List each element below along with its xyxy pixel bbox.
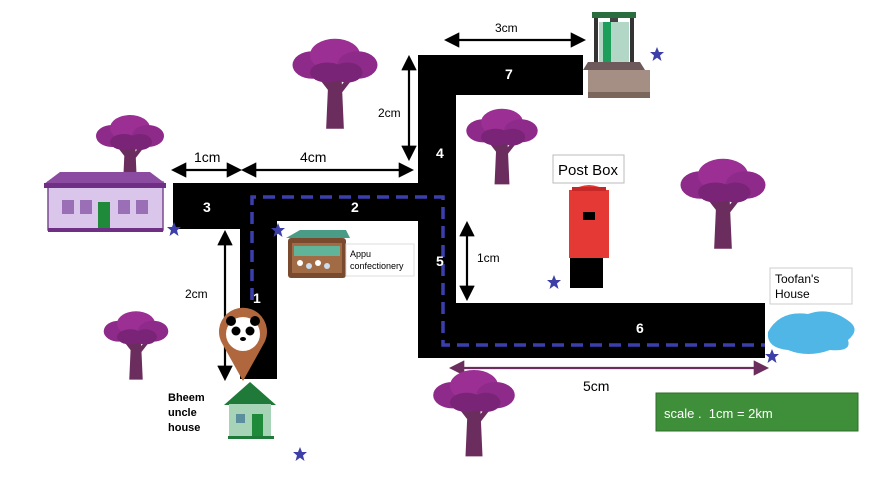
toofan-label-line2: House [775,287,810,301]
segment-label-2: 2 [351,199,359,215]
star-icon [650,47,664,61]
tree-icon [466,109,537,183]
scale-box [655,392,859,432]
bheem-label-line3: house [168,422,200,434]
well-icon [583,12,650,98]
road-segment-3 [173,183,245,229]
dashed-route [250,195,765,347]
segment-label-6: 6 [636,320,644,336]
tree-icon [681,159,766,247]
measure-label-bottom-5cm: 5cm [583,378,609,394]
scale-label: scale . 1cm = 2km [664,406,773,421]
star-icon [293,447,307,461]
segment-label-3: 3 [203,199,211,215]
measure-label-top-3cm: 3cm [495,21,518,35]
segment-label-5: 5 [436,253,444,269]
bheem-label-line2: uncle [168,407,197,419]
house-icon [44,172,166,232]
measure-label-2cm-vertical: 2cm [378,106,401,120]
post-box-label: Post Box [558,162,619,179]
measure-label-2cm-left: 2cm [185,287,208,301]
appu-label-line2: confectionery [350,261,404,271]
tree-icon [101,309,171,380]
star-icon [765,349,779,363]
road-network [173,55,765,379]
post-box-icon [552,154,625,288]
house-icon [224,382,276,439]
toofan-label-frame [769,267,853,305]
pond-icon [767,311,855,354]
measure-label-1cm-horizontal: 1cm [194,149,220,165]
segment-label-4: 4 [436,145,444,161]
road-segment-7 [418,55,583,95]
segment-label-1: 1 [253,290,261,306]
tree-icon [433,370,515,454]
location-pin-icon [219,307,267,381]
segment-label-7: 7 [505,66,513,82]
measure-label-1cm-vertical: 1cm [477,251,500,265]
toofan-label-line1: Toofan's [775,272,819,286]
shop-icon [286,230,350,278]
star-icon [547,275,561,289]
tree-icon [293,39,378,127]
appu-label-frame [345,243,415,277]
measure-label-4cm-horizontal: 4cm [300,149,326,165]
appu-label-line1: Appu [350,249,371,259]
post-box-label-frame [552,154,625,184]
bheem-label-line1: Bheem [168,392,205,404]
road-segment-6 [418,303,765,358]
